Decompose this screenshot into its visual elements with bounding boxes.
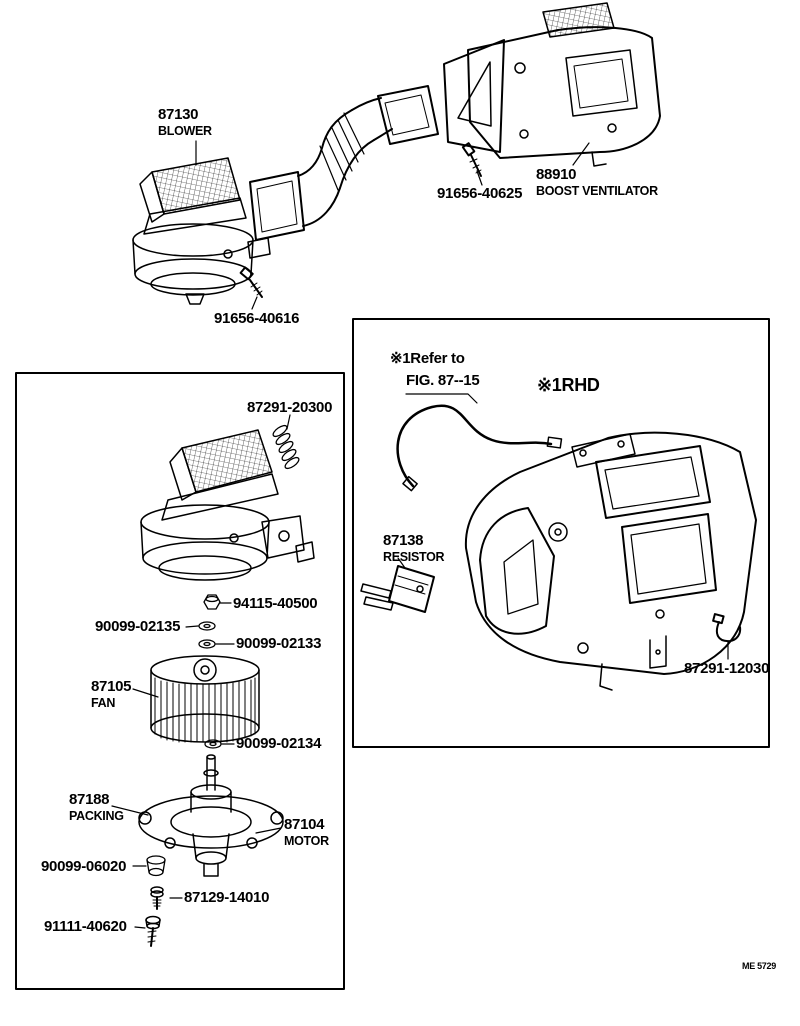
label-boost-ventilator: 88910 BOOST VENTILATOR [536, 167, 658, 198]
washer-middle-icon [198, 639, 216, 649]
label-motor: 87104 MOTOR [284, 817, 329, 848]
label-washer-upper: 90099-02135 [95, 618, 181, 635]
label-blower: 87130 BLOWER [158, 107, 212, 138]
leader-lines [111, 140, 729, 929]
clamp-icon [712, 613, 742, 643]
label-washer-middle: 90099-02133 [236, 635, 322, 652]
spring-icon [272, 424, 300, 470]
heater-unit-drawing [464, 431, 757, 691]
label-grommet: 90099-06020 [41, 858, 127, 875]
label-screw-motor: 87129-14010 [184, 889, 270, 906]
part-number-fan: 87105 [91, 678, 132, 695]
screw-40616-icon [239, 266, 263, 298]
grommet-icon [146, 855, 166, 877]
label-resistor: 87138 RESISTOR [383, 532, 445, 564]
rhd-note: ※1RHD [537, 375, 600, 395]
label-clamp: 87291-12030 [684, 660, 770, 677]
part-number-blower: 87130 [158, 106, 199, 123]
part-name-motor: MOTOR [284, 833, 329, 848]
box-blower-drawing [140, 429, 315, 581]
boost-ventilator-drawing [443, 2, 661, 167]
label-packing: 87188 PACKING [69, 792, 124, 823]
label-spring: 87291-20300 [247, 399, 333, 416]
washer-upper-icon [198, 621, 216, 631]
part-name-fan: FAN [91, 695, 116, 710]
label-nut: 94115-40500 [233, 595, 318, 612]
blower-drawing [132, 157, 271, 305]
label-screw-blower: 91656-40616 [214, 310, 300, 327]
part-name-packing: PACKING [69, 808, 124, 823]
part-name-resistor: RESISTOR [383, 549, 445, 564]
control-cable-drawing [396, 404, 563, 492]
nut-icon [203, 594, 221, 610]
fan-drawing [150, 655, 260, 743]
part-number-boost-ventilator: 88910 [536, 166, 577, 183]
part-number-motor: 87104 [284, 816, 325, 833]
resistor-drawing [360, 565, 435, 613]
label-fan: 87105 FAN [91, 678, 132, 710]
screw-40625-icon [461, 142, 482, 177]
label-washer-lower: 90099-02134 [236, 735, 322, 752]
refer-note: ※1Refer to FIG. 87--15 [390, 350, 480, 389]
refer-note-line1: ※1Refer to [390, 350, 465, 367]
part-name-boost-ventilator: BOOST VENTILATOR [536, 183, 658, 198]
figure-code: ME 5729 [742, 961, 776, 971]
heater-detail-box-border [352, 318, 770, 748]
label-screw-ventilator: 91656-40625 [437, 185, 523, 202]
motor-drawing [138, 754, 284, 877]
part-number-resistor: 87138 [383, 532, 424, 549]
duct-drawing [249, 85, 439, 241]
screw-14010-icon [150, 886, 164, 910]
part-number-packing: 87188 [69, 791, 110, 808]
refer-note-line2: FIG. 87--15 [406, 371, 480, 389]
bolt-40620-icon [145, 915, 161, 947]
label-bolt: 91111-40620 [44, 918, 127, 935]
part-name-blower: BLOWER [158, 123, 212, 138]
blower-detail-box-border [15, 372, 345, 990]
